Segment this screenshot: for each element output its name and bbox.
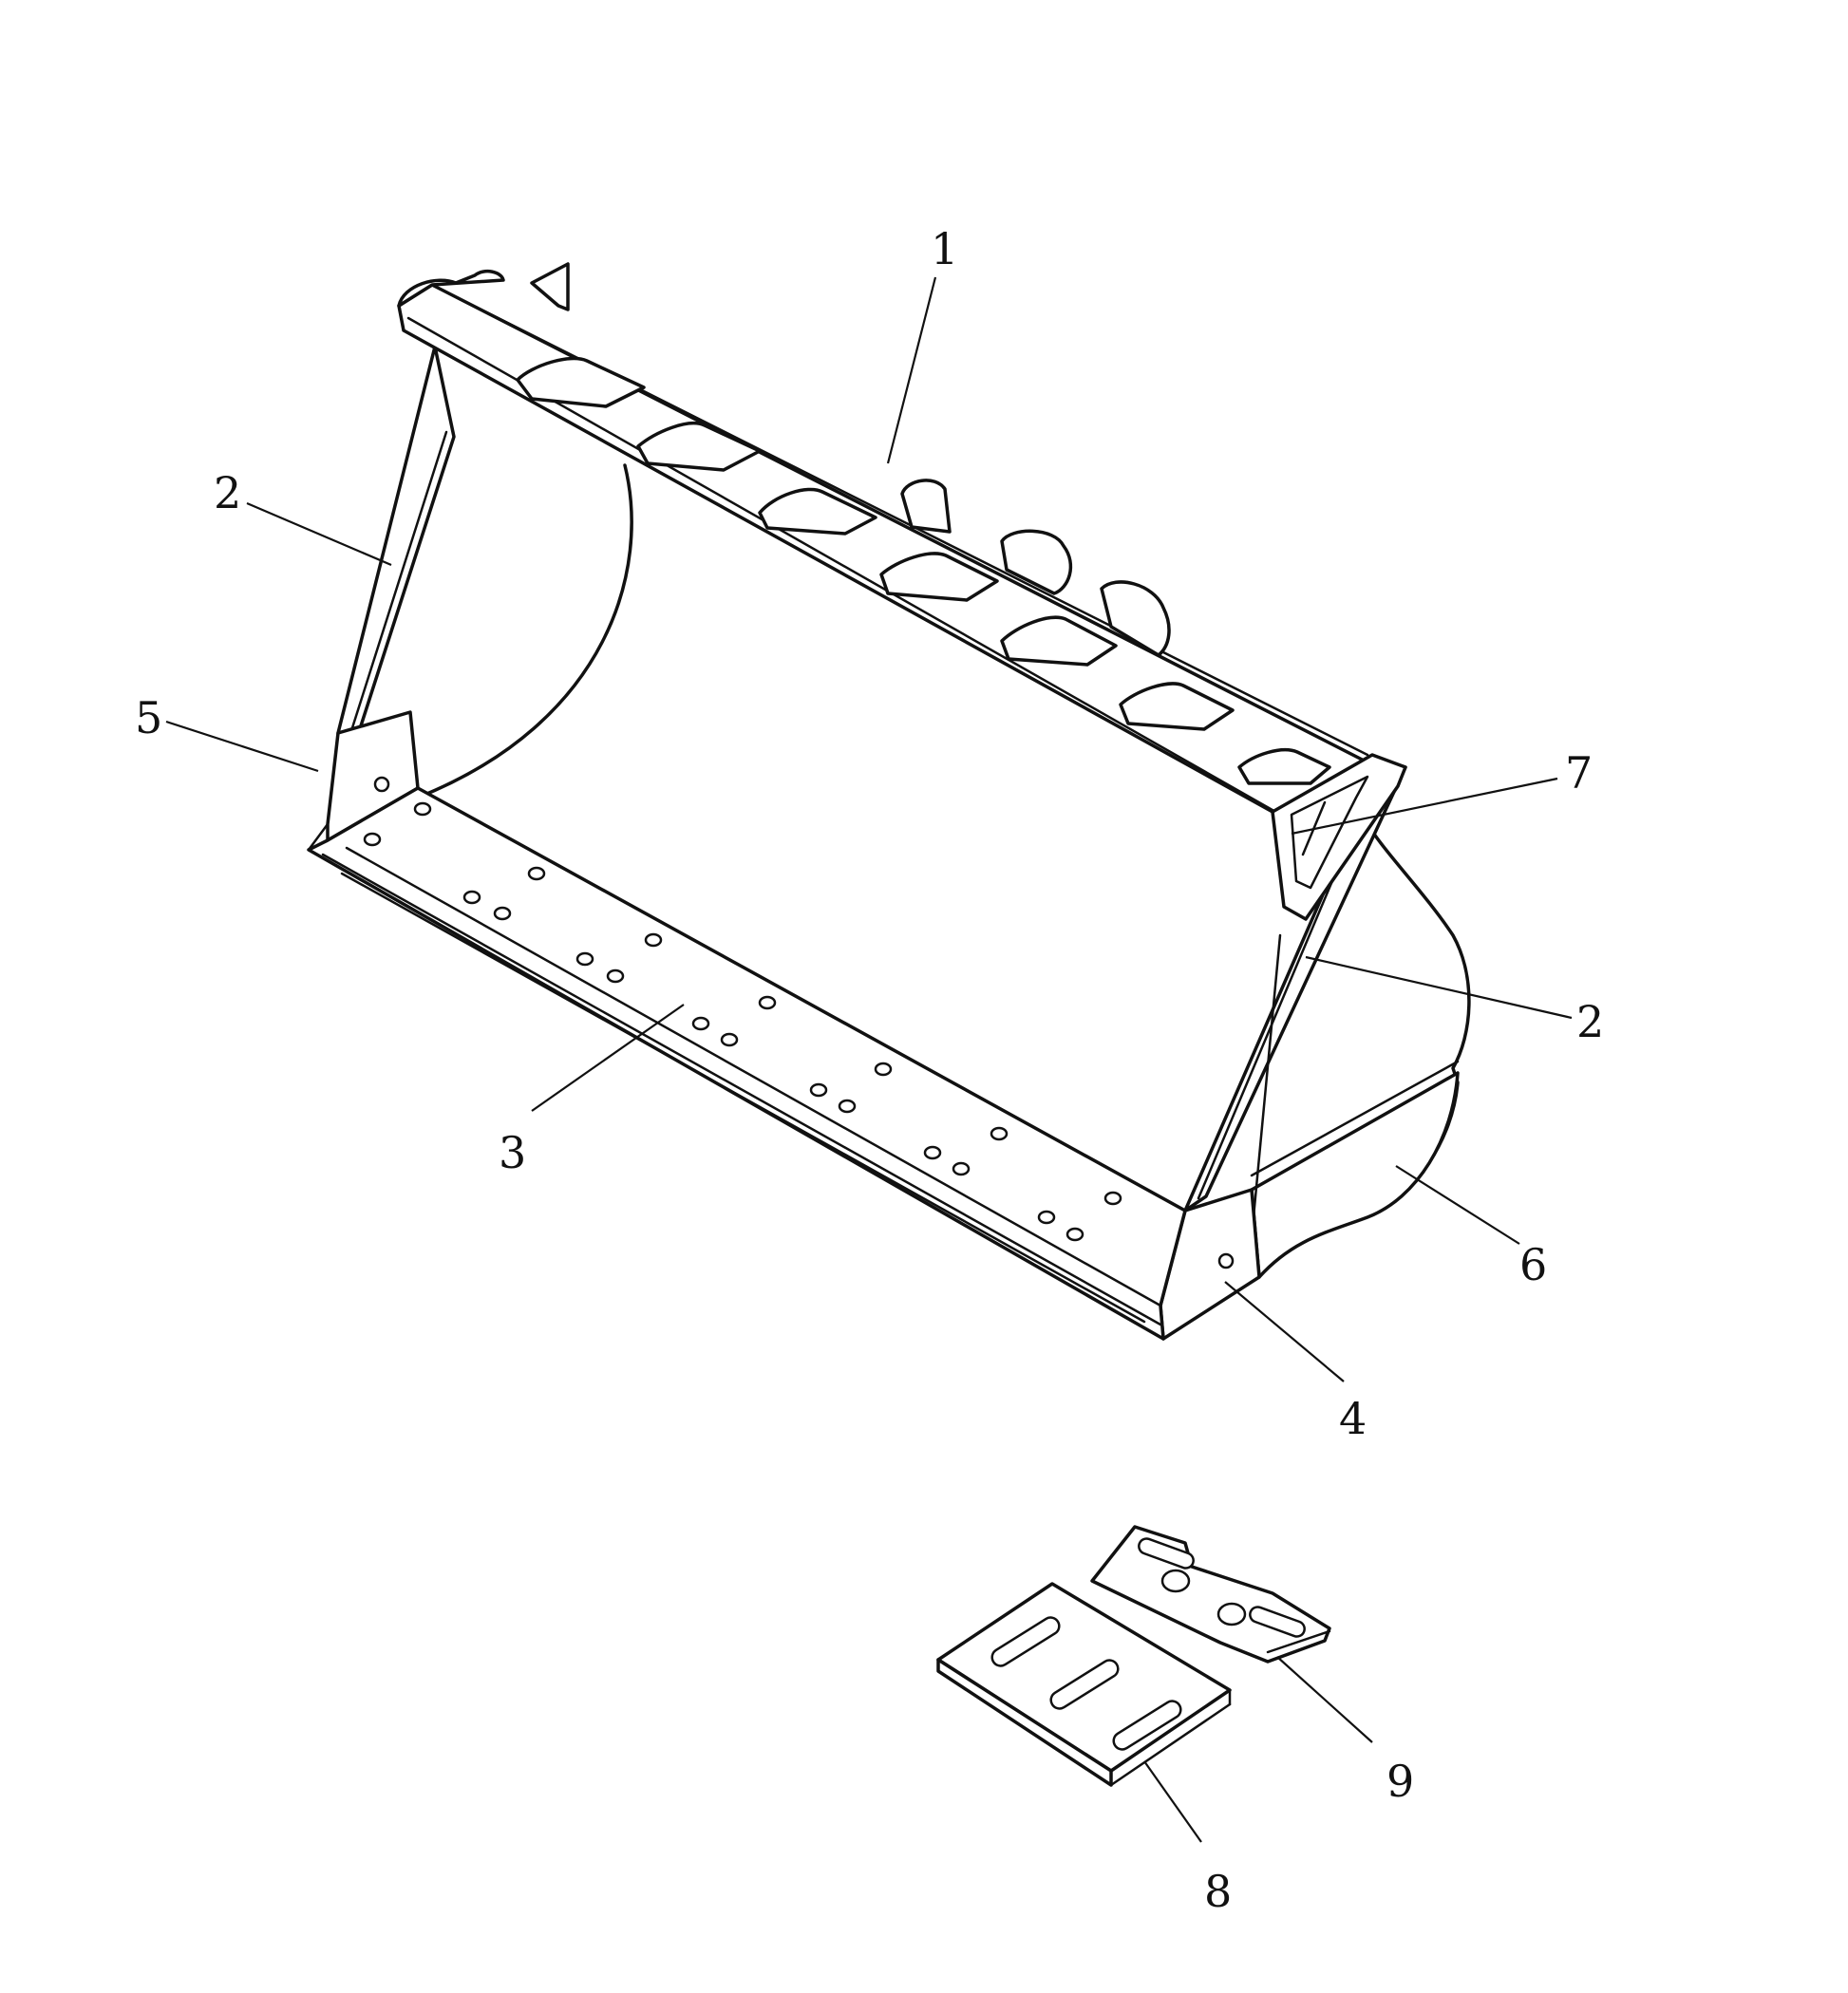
bolt-hole	[1103, 1191, 1122, 1206]
bolt-hole	[720, 1032, 739, 1047]
bolt-hole	[923, 1145, 942, 1160]
bolt-hole	[644, 932, 663, 948]
wear-plate-8-slot	[990, 1616, 1061, 1667]
bolt-hole	[1065, 1227, 1084, 1242]
tooth	[1119, 682, 1235, 731]
leader-3	[531, 1004, 685, 1112]
tooth	[530, 262, 570, 311]
callout-4: 4	[1339, 1393, 1367, 1444]
inner-back-curve	[416, 463, 633, 799]
bolt-hole	[1037, 1210, 1056, 1225]
bolt-hole	[462, 890, 481, 905]
leader-4	[1224, 1281, 1345, 1382]
wear-plate-9-hole	[1160, 1569, 1191, 1593]
right-end-bracket	[1271, 753, 1407, 921]
leader-2a	[246, 501, 392, 567]
wear-plate-9-hole	[1216, 1602, 1247, 1626]
bolt-hole	[691, 1016, 710, 1031]
leader-1	[886, 276, 937, 464]
tooth	[879, 552, 999, 602]
loose-wear-plates	[936, 1525, 1331, 1787]
cutting-edge-lip-top	[321, 853, 1162, 1326]
callout-3: 3	[499, 1127, 526, 1178]
tooth	[636, 422, 762, 472]
right-corner-hole	[1217, 1252, 1235, 1269]
left-gusset-hole	[373, 776, 390, 793]
wear-plate-9-slot	[1249, 1606, 1306, 1638]
left-side-plate	[336, 345, 456, 743]
bolt-hole	[758, 995, 777, 1010]
tooth	[516, 356, 646, 408]
leader-2b	[1305, 955, 1573, 1020]
bucket-assembly	[307, 262, 1471, 1341]
leader-lines	[165, 276, 1573, 1843]
callout-2-right: 2	[1576, 996, 1604, 1047]
cutting-edge-bolt-holes	[363, 801, 1122, 1242]
callout-8: 8	[1204, 1866, 1232, 1917]
tooth	[1000, 615, 1118, 667]
bolt-hole	[809, 1082, 828, 1098]
callout-1: 1	[931, 223, 958, 274]
bolt-hole	[874, 1062, 893, 1077]
center-boss	[1100, 580, 1171, 657]
bolt-hole	[952, 1161, 971, 1176]
leader-8	[1143, 1760, 1202, 1843]
bottom-cutting-edge	[307, 786, 1187, 1341]
right-wear-plate	[1250, 1071, 1460, 1279]
callout-7: 7	[1565, 747, 1593, 799]
callout-labels: 1 2 2 3 4 5 6 7 8 9	[135, 223, 1604, 1917]
left-corner-gusset-edge	[307, 822, 330, 852]
wear-plate-9-thickness	[1266, 1629, 1331, 1654]
bolt-hole	[363, 832, 382, 847]
right-wear-plate-edge	[1250, 1060, 1460, 1177]
wear-plate-8-slot	[1112, 1700, 1182, 1751]
callout-5: 5	[135, 692, 162, 743]
bolt-hole	[838, 1099, 857, 1114]
callout-6: 6	[1519, 1239, 1547, 1290]
center-mounting-lug-left	[900, 479, 952, 534]
bolt-hole	[606, 968, 625, 984]
bolt-hole	[493, 906, 512, 921]
wear-plate-9-slot	[1138, 1537, 1195, 1570]
cutting-edge-groove	[345, 846, 1162, 1307]
wear-plate-8-thickness-right	[1109, 1702, 1232, 1787]
right-end-bracket-window	[1290, 775, 1369, 890]
top-rail-teeth	[516, 262, 1331, 785]
callout-9: 9	[1386, 1756, 1414, 1807]
bolt-hole	[527, 866, 546, 881]
top-rail-rear-edge	[430, 283, 1369, 757]
callout-2-left: 2	[214, 467, 241, 518]
wear-plate-8-slot	[1049, 1659, 1120, 1710]
cutting-edge-lip-line	[340, 872, 1146, 1324]
leader-6	[1395, 1165, 1520, 1245]
bolt-hole	[575, 951, 594, 967]
leader-7	[1291, 777, 1558, 836]
left-side-plate-inner	[348, 430, 448, 739]
tooth	[758, 487, 877, 536]
bolt-hole	[990, 1126, 1009, 1141]
tooth	[1237, 747, 1331, 785]
top-rail-left-end	[397, 269, 505, 308]
bolt-hole	[413, 801, 432, 817]
leader-9	[1276, 1656, 1373, 1743]
center-mounting-lug-right	[1000, 529, 1073, 595]
leader-5	[165, 720, 319, 773]
